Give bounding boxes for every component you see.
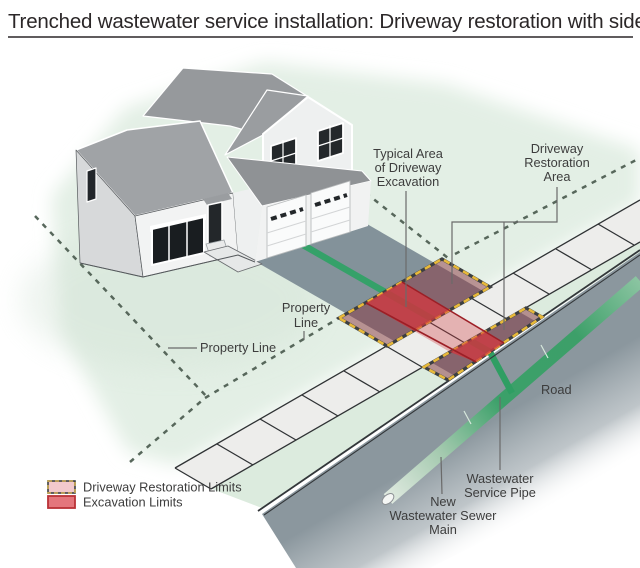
legend: Driveway Restoration Limits Excavation L… (47, 480, 242, 510)
restoration-area-label: Driveway (531, 141, 584, 156)
house (75, 67, 372, 278)
restoration-area-label: Restoration (524, 155, 589, 170)
west-window (86, 167, 97, 203)
sidewalk (174, 199, 640, 490)
garage-door-right-windows (314, 193, 348, 207)
legend-excavation-swatch (47, 495, 76, 509)
service-pipe-connector (487, 350, 515, 395)
diagram-labels: Typical Area of Driveway Excavation Driv… (200, 141, 590, 537)
property-line-east (356, 185, 449, 259)
typical-area-label: Excavation (377, 174, 440, 189)
restoration-area-lower-dash (421, 306, 545, 382)
legend-excavation-label: Excavation Limits (83, 495, 183, 510)
curb-line-inner (263, 254, 640, 516)
restoration-area-label: Area (543, 169, 571, 184)
sewer-main-end-cap (381, 493, 395, 505)
property-line-center-label: Property (282, 300, 331, 315)
property-lines (34, 156, 640, 463)
window-mullion (270, 152, 297, 162)
legend-restoration-label: Driveway Restoration Limits (83, 480, 242, 495)
sidewalk-band (175, 200, 640, 489)
sewer-main-leader (440, 456, 443, 495)
restoration-area-upper-dash (336, 257, 493, 348)
property-line-left-label: Property Line (200, 340, 276, 355)
sewer-main-label: Wastewater Sewer (390, 508, 498, 523)
page-title: Trenched wastewater service installation… (8, 10, 640, 33)
road (212, 242, 640, 568)
leader-lines (168, 187, 558, 495)
excavation-band-upper (366, 282, 450, 331)
service-pipe-label: Wastewater (466, 471, 534, 486)
excavation-edge-left (365, 302, 477, 363)
legend-restoration-swatch-base (47, 480, 76, 494)
property-line-west (34, 215, 209, 399)
sewer-main-label: Main (429, 522, 457, 537)
property-line-center-label: Line (294, 315, 318, 330)
property-line-front (204, 316, 340, 400)
legend-restoration-swatch (47, 480, 76, 494)
typical-area-label: of Driveway (375, 160, 442, 175)
typical-area-label: Typical Area (373, 146, 444, 161)
house-center-wall (233, 186, 262, 262)
garage-door-panel (266, 233, 307, 247)
front-door (207, 201, 223, 246)
door-roof (203, 193, 232, 205)
pipe-joint (463, 410, 472, 425)
garage-door-panel (310, 219, 351, 233)
excavation-edge-right (401, 281, 505, 344)
house-base-line (79, 254, 256, 278)
sewer-main-label: New (430, 494, 456, 509)
excavation-band-lower (450, 331, 504, 362)
garage-door-panel (266, 220, 307, 234)
excavation-areas (365, 281, 505, 363)
road-surface (262, 252, 640, 568)
sidewalk-slab-joints (174, 223, 635, 490)
parkway-strip (212, 242, 640, 508)
front-walkway (203, 245, 263, 273)
garage-door-left-windows (270, 207, 304, 221)
road-label: Road (541, 382, 572, 397)
service-pipe-label: Service Pipe (464, 485, 536, 500)
property-line-front-right (454, 156, 640, 256)
pipe-joint (540, 344, 549, 359)
garage-door-panel (310, 206, 351, 220)
window-mullion (317, 137, 344, 147)
